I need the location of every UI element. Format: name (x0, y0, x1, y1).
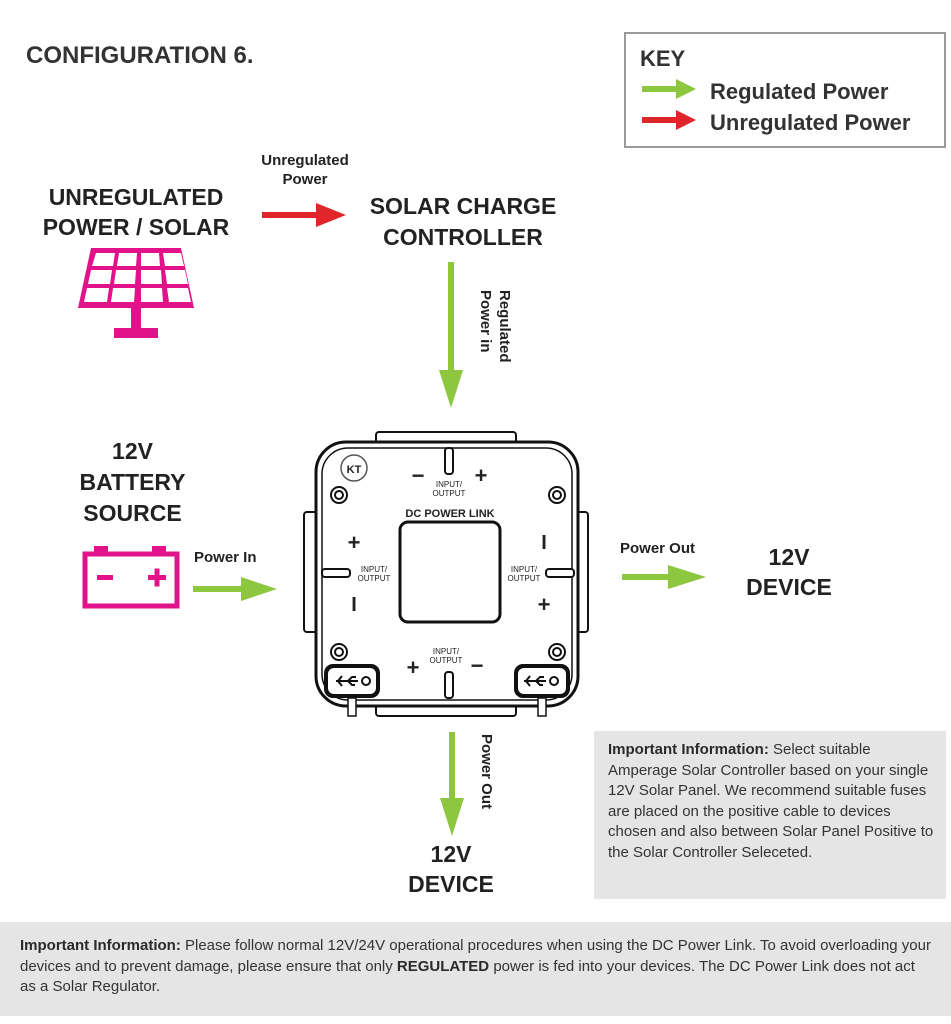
bottom-power-out-label: Power Out (478, 734, 495, 810)
port-right-label-1: INPUT/ (511, 565, 538, 574)
bottom-plus: + (407, 655, 420, 680)
info-controller-heading: Important Information: (608, 741, 769, 758)
port-left-label-2: OUTPUT (358, 574, 391, 583)
key-title: KEY (640, 46, 686, 71)
port-left-label-1: INPUT/ (361, 565, 388, 574)
dc-power-link-device: KT DC POWER LINK INPUT/ OUTPUT INPUT/ OU… (303, 431, 589, 717)
key-regulated-label: Regulated Power (710, 79, 889, 104)
key-unregulated-label: Unregulated Power (710, 110, 911, 135)
port-top-label-2: OUTPUT (433, 489, 466, 498)
bottom-power-out-arrow (440, 732, 464, 836)
regulated-arrow-icon (642, 79, 696, 99)
right-minus: I (541, 532, 547, 554)
solar-panel-icon (78, 248, 194, 338)
top-minus: − (412, 463, 425, 488)
battery-power-in-label: Power In (194, 549, 257, 566)
port-top-label-1: INPUT/ (436, 480, 463, 489)
port-bottom-label-2: OUTPUT (430, 656, 463, 665)
top-plus: + (475, 463, 488, 488)
battery-source-label: 12V BATTERY SOURCE (79, 438, 186, 526)
info-controller-text: Select suitable Amperage Solar Controlle… (608, 741, 934, 861)
info-general-text-1: Please follow normal 12V/24V operational… (20, 937, 931, 975)
right-power-out-arrow (622, 565, 706, 589)
port-right-label-2: OUTPUT (508, 574, 541, 583)
right-device-label: 12V DEVICE (746, 544, 832, 600)
right-power-out-label: Power Out (620, 540, 696, 557)
right-plus: + (538, 592, 551, 617)
left-minus: I (351, 594, 357, 616)
battery-icon (82, 546, 180, 609)
unregulated-arrow-icon (642, 110, 696, 130)
usb-port-right (514, 664, 570, 717)
solar-charge-controller-label: SOLAR CHARGE CONTROLLER (369, 193, 557, 250)
regulated-power-in-label: Regulated Power in (477, 290, 513, 363)
info-box-general: Important Information: Please follow nor… (0, 922, 951, 1016)
unregulated-power-arrow (262, 203, 346, 227)
solar-source-label: UNREGULATED POWER / SOLAR (42, 184, 230, 240)
info-general-text-2: power is fed into your devices. The DC P… (20, 957, 915, 996)
svg-text:KT: KT (347, 464, 362, 476)
info-general-heading: Important Information: (20, 937, 181, 954)
bottom-device-label: 12V DEVICE (408, 841, 494, 897)
battery-power-in-arrow (193, 577, 277, 601)
bottom-minus: − (471, 653, 484, 678)
info-box-controller: Important Information: Select suitable A… (594, 731, 946, 899)
port-bottom-label-1: INPUT/ (433, 647, 460, 656)
usb-port-left (324, 664, 380, 717)
regulated-power-in-arrow (439, 262, 463, 408)
dc-power-link-name: DC POWER LINK (405, 508, 494, 520)
unregulated-power-label: Unregulated Power (261, 152, 349, 188)
info-general-regulated: REGULATED (396, 957, 490, 975)
kt-logo-icon: KT (340, 454, 368, 482)
page-title: CONFIGURATION 6. (26, 42, 254, 69)
key-legend: KEY Regulated Power Unregulated Power (624, 32, 946, 148)
left-plus: + (348, 530, 361, 555)
